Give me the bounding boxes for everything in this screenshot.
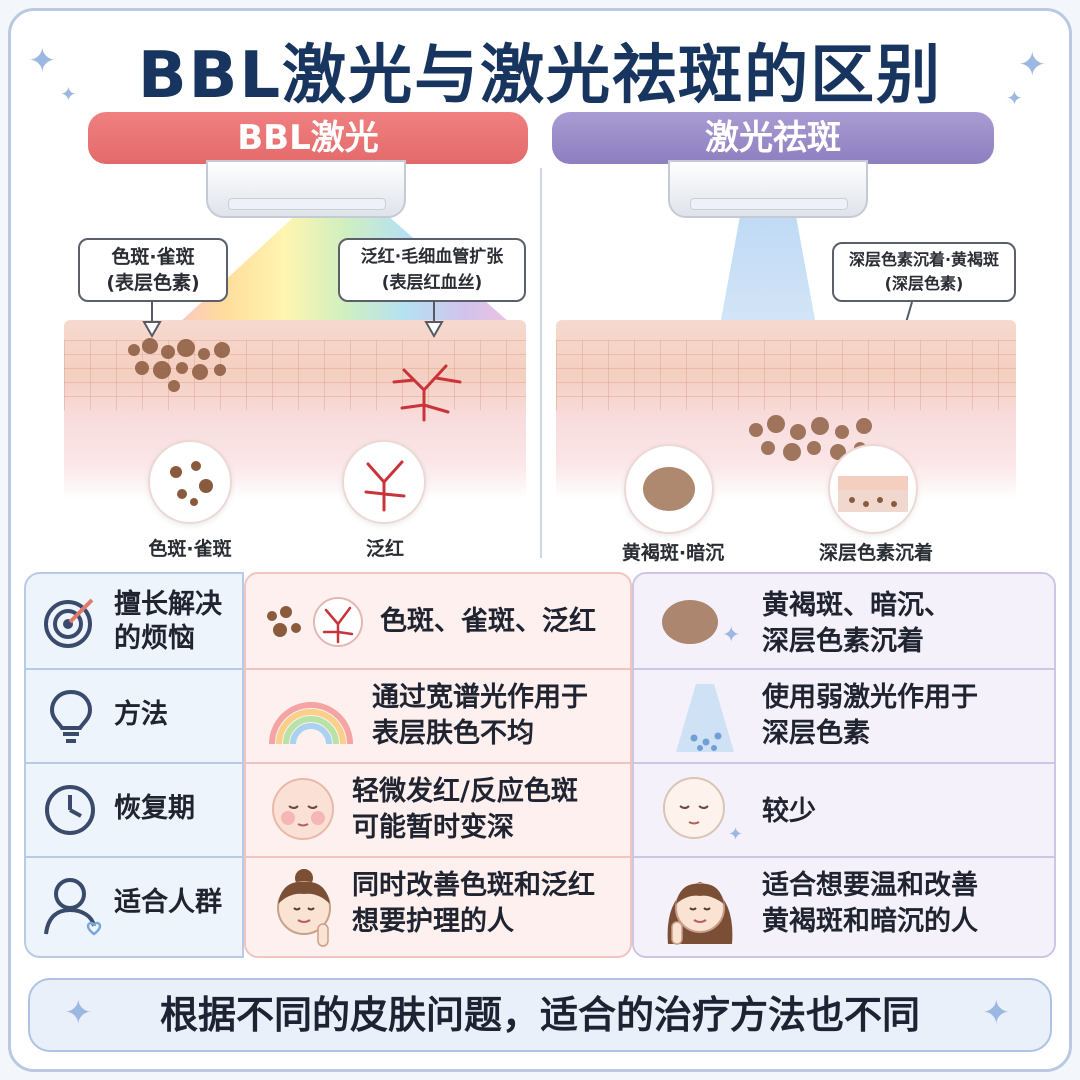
- laser-concerns: 黄褐斑、暗沉、 深层色素沉着: [762, 588, 951, 660]
- cell-line: 表层肤色不均: [372, 718, 534, 749]
- callout-deep-pigment: 深层色素沉着·黄褐斑 (深层色素): [832, 242, 1016, 302]
- laser-beam-icon: [676, 684, 734, 752]
- callout-line: (深层色素): [884, 274, 964, 293]
- sparkle-icon: ✦: [28, 41, 57, 81]
- pigment-and-vessel-illustration: [128, 338, 462, 422]
- sparkle-icon: ✦: [60, 82, 77, 106]
- cell-line: 适合想要温和改善: [762, 870, 978, 901]
- bbl-header: BBL激光: [88, 112, 528, 164]
- callout-freckles: 色斑·雀斑 (表层色素): [78, 238, 228, 302]
- lightbulb-icon: [49, 689, 93, 743]
- melasma-patch-icon: ✦: [662, 600, 740, 648]
- sparkle-icon: ✦: [1018, 45, 1047, 85]
- page-title: BBL激光与激光祛斑的区别: [137, 39, 943, 113]
- cell-line: 深层色素: [762, 718, 870, 749]
- callout-redness: 泛红·毛细血管扩张 (表层红血丝): [338, 238, 526, 302]
- bbl-suitable: 同时改善色斑和泛红 想要护理的人: [352, 868, 595, 940]
- caption-redness: 泛红: [365, 538, 404, 560]
- comparison-table: 擅长解决 的烦恼 方法 恢复期 适合人群 色斑: [24, 572, 1056, 962]
- caption-melasma: 黄褐斑·暗沉: [621, 542, 725, 564]
- laser-method: 使用弱激光作用于 深层色素: [762, 680, 978, 752]
- footer-banner: 根据不同的皮肤问题，适合的治疗方法也不同: [28, 978, 1052, 1052]
- label-line: 擅长解决: [114, 589, 222, 620]
- sparkle-icon: ✦: [1006, 86, 1023, 110]
- bbl-recovery: 轻微发红/反应色斑 可能暂时变深: [352, 774, 578, 846]
- row-divider: [634, 762, 1054, 764]
- freckles-zoom-circle: [148, 440, 232, 524]
- skin-layer-icon: [838, 476, 908, 512]
- freckles-icon: [170, 461, 213, 506]
- skin-cross-section-right: [556, 320, 1016, 500]
- laser-suitable: 适合想要温和改善 黄褐斑和暗沉的人: [762, 868, 978, 940]
- row-divider: [246, 668, 630, 670]
- woman-avatar-icon: [277, 869, 331, 947]
- cell-line: 想要护理的人: [352, 906, 514, 937]
- laser-header: 激光祛斑: [552, 112, 994, 164]
- clock-icon: [45, 785, 95, 835]
- cell-line: 轻微发红/反应色斑: [352, 776, 578, 807]
- label-recovery: 恢复期: [114, 793, 195, 824]
- callout-line: (表层红血丝): [381, 273, 483, 293]
- cell-line: 深层色素沉着: [762, 626, 924, 657]
- sparkle-icon: ✦: [982, 993, 1011, 1033]
- callout-line: 泛红·毛细血管扩张: [360, 247, 504, 267]
- cell-line: 通过宽谱光作用于: [372, 682, 588, 713]
- bbl-concerns: 色斑、雀斑、泛红: [380, 606, 596, 637]
- woman-long-hair-avatar-icon: [667, 882, 733, 945]
- freckles-and-vessel-icon: [267, 597, 363, 647]
- footer-text: 根据不同的皮肤问题，适合的治疗方法也不同: [159, 993, 920, 1037]
- row-divider: [634, 668, 1054, 670]
- bbl-method: 通过宽谱光作用于 表层肤色不均: [372, 680, 588, 752]
- panel-divider: [540, 168, 542, 558]
- laser-recovery: 较少: [762, 796, 816, 827]
- callout-line: 色斑·雀斑: [111, 246, 195, 268]
- laser-device-icon: [668, 160, 868, 218]
- row-divider: [246, 762, 630, 764]
- cell-line: 黄褐斑和暗沉的人: [762, 906, 978, 937]
- callout-line: (表层色素): [106, 272, 200, 294]
- cell-line: 可能暂时变深: [352, 812, 514, 843]
- svg-text:✦: ✦: [728, 824, 743, 845]
- caption-deep-pigment: 深层色素沉着: [818, 542, 933, 564]
- bbl-column: 色斑、雀斑、泛红 通过宽谱光作用于 表层肤色不均 轻微发红/反应色斑 可能暂时变…: [244, 572, 632, 958]
- target-icon: [44, 598, 94, 648]
- caption-freckles: 色斑·雀斑: [148, 538, 232, 560]
- cell-line: 同时改善色斑和泛红: [352, 870, 595, 901]
- svg-text:✦: ✦: [722, 623, 740, 648]
- cell-line: 使用弱激光作用于: [762, 682, 978, 713]
- laser-column: ✦ 黄褐斑、暗沉、 深层色素沉着 使用弱激光作用于 深层色素 ✦ 较少: [632, 572, 1056, 958]
- row-divider: [26, 856, 242, 858]
- label-line: 的烦恼: [114, 623, 195, 654]
- label-suitable: 适合人群: [114, 887, 222, 918]
- label-method: 方法: [114, 699, 168, 730]
- melasma-zoom-circle: [624, 444, 714, 534]
- sparkle-icon: ✦: [64, 993, 93, 1033]
- deep-pigment-zoom-circle: [828, 444, 918, 534]
- flushed-face-icon: [272, 778, 334, 840]
- melasma-icon: [643, 467, 695, 511]
- bbl-device-icon: [206, 160, 406, 218]
- skin-cells: [64, 340, 526, 410]
- deep-pigment-illustration: [749, 415, 872, 461]
- row-divider: [246, 856, 630, 858]
- redness-zoom-circle: [342, 440, 426, 524]
- rainbow-icon: [269, 702, 353, 745]
- callout-line: 深层色素沉着·黄褐斑: [848, 250, 1000, 269]
- cell-line: 黄褐斑、暗沉、: [762, 590, 951, 621]
- row-divider: [26, 668, 242, 670]
- person-icon: [44, 878, 102, 936]
- calm-face-icon: ✦: [663, 777, 743, 845]
- skin-cells: [556, 340, 1016, 410]
- label-concerns: 擅长解决 的烦恼: [114, 588, 222, 656]
- row-divider: [26, 762, 242, 764]
- skin-cross-section-left: [64, 320, 526, 500]
- vessel-icon: [364, 460, 406, 512]
- row-divider: [634, 856, 1054, 858]
- row-labels-column: 擅长解决 的烦恼 方法 恢复期 适合人群: [24, 572, 244, 958]
